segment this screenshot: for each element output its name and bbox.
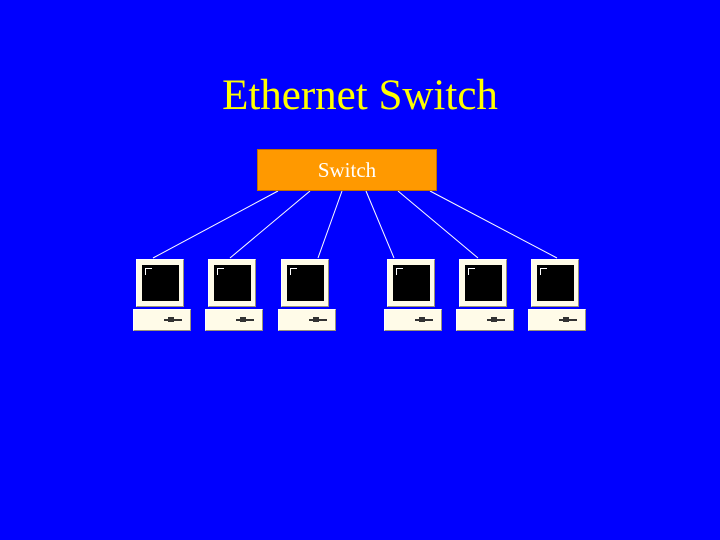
screen-glare: [145, 268, 152, 275]
monitor: [136, 259, 184, 307]
connection-line-5: [397, 190, 479, 259]
screen-glare: [540, 268, 547, 275]
switch-label: Switch: [317, 158, 377, 182]
screen: [393, 265, 430, 301]
drive-button: [240, 317, 246, 322]
computer-base: [133, 309, 191, 331]
computer-base: [528, 309, 586, 331]
drive-button: [419, 317, 425, 322]
computer-base: [205, 309, 263, 331]
connection-line-4: [365, 190, 395, 259]
drive-button: [563, 317, 569, 322]
screen-glare: [468, 268, 475, 275]
computer-1: [133, 259, 193, 334]
computer-base: [278, 309, 336, 331]
monitor: [387, 259, 435, 307]
connection-line-2: [229, 190, 311, 259]
screen: [537, 265, 574, 301]
screen: [214, 265, 251, 301]
screen: [287, 265, 324, 301]
monitor: [531, 259, 579, 307]
screen-glare: [217, 268, 224, 275]
computer-base: [456, 309, 514, 331]
screen-glare: [396, 268, 403, 275]
computer-5: [456, 259, 516, 334]
screen-glare: [290, 268, 297, 275]
monitor: [459, 259, 507, 307]
connection-line-1: [152, 190, 279, 259]
drive-button: [313, 317, 319, 322]
switch-box: Switch: [257, 149, 437, 191]
screen: [142, 265, 179, 301]
drive-button: [491, 317, 497, 322]
computer-6: [528, 259, 588, 334]
monitor: [281, 259, 329, 307]
screen: [465, 265, 502, 301]
computer-base: [384, 309, 442, 331]
drive-button: [168, 317, 174, 322]
monitor: [208, 259, 256, 307]
connection-line-6: [429, 190, 558, 259]
connection-line-3: [317, 190, 343, 259]
computer-4: [384, 259, 444, 334]
slide-title: Ethernet Switch: [222, 72, 498, 119]
computer-3: [278, 259, 338, 334]
computer-2: [205, 259, 265, 334]
